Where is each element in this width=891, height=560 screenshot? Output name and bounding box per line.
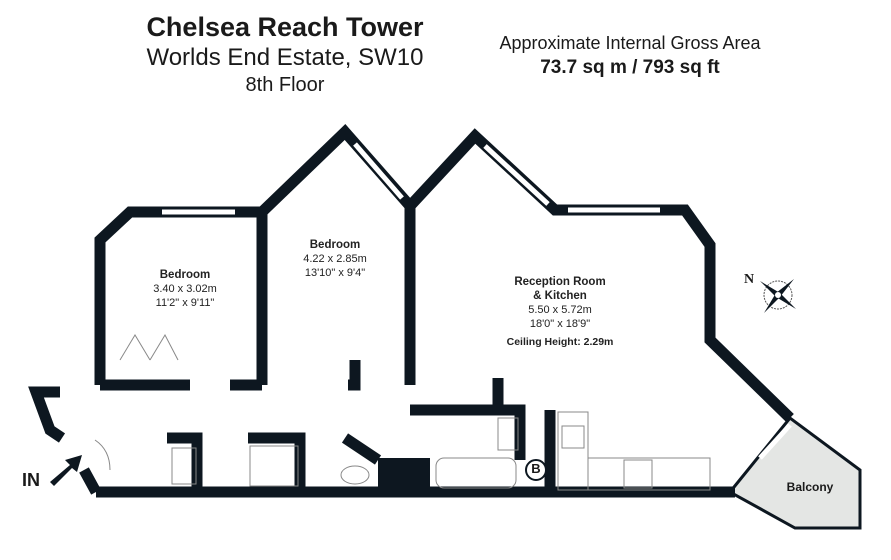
shower-icon xyxy=(249,445,299,487)
room-name: Bedroom xyxy=(309,239,361,251)
room-bedroom-2: Bedroom 4.22 x 2.85m 13'10" x 9'4" xyxy=(260,238,410,280)
room-name: Bedroom xyxy=(159,269,211,281)
basin-icon xyxy=(497,417,519,451)
toilet-icon xyxy=(340,465,370,485)
walls xyxy=(28,124,794,498)
area-label: Approximate Internal Gross Area xyxy=(499,33,761,53)
room-imperial: 11'2" x 9'11" xyxy=(155,297,215,309)
room-metric: 3.40 x 3.02m xyxy=(153,283,217,295)
bath-icon xyxy=(435,457,517,489)
room-metric: 4.22 x 2.85m xyxy=(303,253,367,265)
kitchen-counter xyxy=(557,411,589,491)
room-metric: 5.50 x 5.72m xyxy=(528,304,592,316)
compass-icon xyxy=(760,279,796,313)
balcony-area xyxy=(727,415,862,530)
room-reception-kitchen: Reception Room & Kitchen 5.50 x 5.72m 18… xyxy=(480,275,640,349)
windows xyxy=(162,142,792,460)
area-value: 73.7 sq m / 793 sq ft xyxy=(540,57,720,78)
room-imperial: 18'0" x 18'9" xyxy=(529,318,591,330)
entrance-door-swing xyxy=(94,439,111,471)
floor-label: 8th Floor xyxy=(245,74,325,96)
entrance-label: IN xyxy=(22,470,40,490)
room-imperial: 13'10" x 9'4" xyxy=(304,267,366,279)
property-title: Chelsea Reach Tower xyxy=(146,12,424,42)
balcony-label: Balcony xyxy=(786,480,834,494)
north-label: N xyxy=(744,272,755,287)
sink-icon xyxy=(561,425,585,449)
room-bedroom-1: Bedroom 3.40 x 3.02m 11'2" x 9'11" xyxy=(110,268,260,310)
riser-block xyxy=(378,458,430,492)
property-address: Worlds End Estate, SW10 xyxy=(146,44,424,71)
room-name: Reception Room xyxy=(514,276,606,288)
boiler-label: B xyxy=(531,461,541,476)
ceiling-height: Ceiling Height: 2.29m xyxy=(506,336,614,348)
kitchen-counter xyxy=(587,457,711,491)
hob-icon xyxy=(623,459,653,489)
wardrobe-doors xyxy=(119,333,179,361)
boiler-icon xyxy=(525,459,547,481)
fixtures xyxy=(94,333,711,491)
room-name-line2: & Kitchen xyxy=(533,290,587,302)
basin-icon xyxy=(171,447,197,485)
entrance-arrow-icon xyxy=(50,455,82,486)
